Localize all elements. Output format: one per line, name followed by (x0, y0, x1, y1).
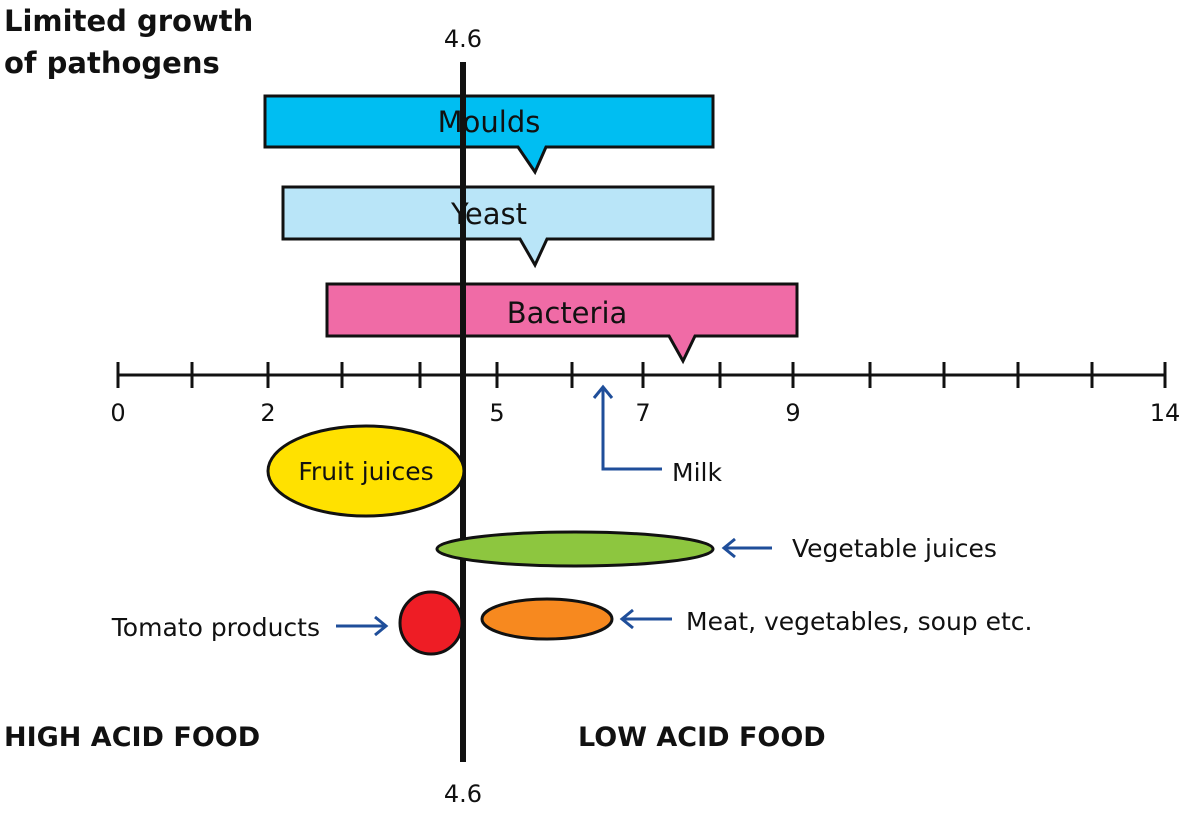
meat-vegetables-soup-item: Meat, vegetables, soup etc. (480, 597, 1032, 641)
vegetable-juices-label: Vegetable juices (792, 534, 997, 563)
ph-axis: 0 2 5 7 9 14 (110, 362, 1180, 427)
milk-label: Milk (672, 458, 722, 487)
milk-arrow-icon (601, 387, 662, 471)
fruit-juices-item: Fruit juices (266, 424, 466, 518)
milk-pointer: Milk (592, 384, 722, 487)
tick-label-7: 7 (635, 399, 650, 427)
moulds-bar: Moulds (263, 94, 715, 176)
bacteria-bar: Bacteria (325, 282, 799, 365)
title-line-1: Limited growth (4, 4, 253, 38)
moulds-label: Moulds (438, 105, 541, 139)
tick-label-2: 2 (260, 399, 275, 427)
tick-label-14: 14 (1150, 399, 1181, 427)
threshold-bottom-label: 4.6 (444, 780, 482, 808)
title-line-2: of pathogens (4, 46, 220, 80)
tick-label-5: 5 (489, 399, 504, 427)
tomato-products-item: Tomato products (111, 590, 464, 656)
low-acid-food-label: LOW ACID FOOD (578, 722, 826, 753)
threshold-top-label: 4.6 (444, 25, 482, 53)
meat-vegetables-soup-label: Meat, vegetables, soup etc. (686, 607, 1032, 636)
high-acid-food-label: HIGH ACID FOOD (4, 722, 260, 753)
tick-label-0: 0 (110, 399, 125, 427)
yeast-bar: Yeast (281, 185, 715, 269)
tomato-products-label: Tomato products (111, 613, 320, 642)
tick-label-9: 9 (785, 399, 800, 427)
bacteria-label: Bacteria (507, 296, 628, 330)
fruit-juices-label: Fruit juices (298, 457, 433, 486)
vegetable-juices-item: Vegetable juices (435, 530, 997, 568)
